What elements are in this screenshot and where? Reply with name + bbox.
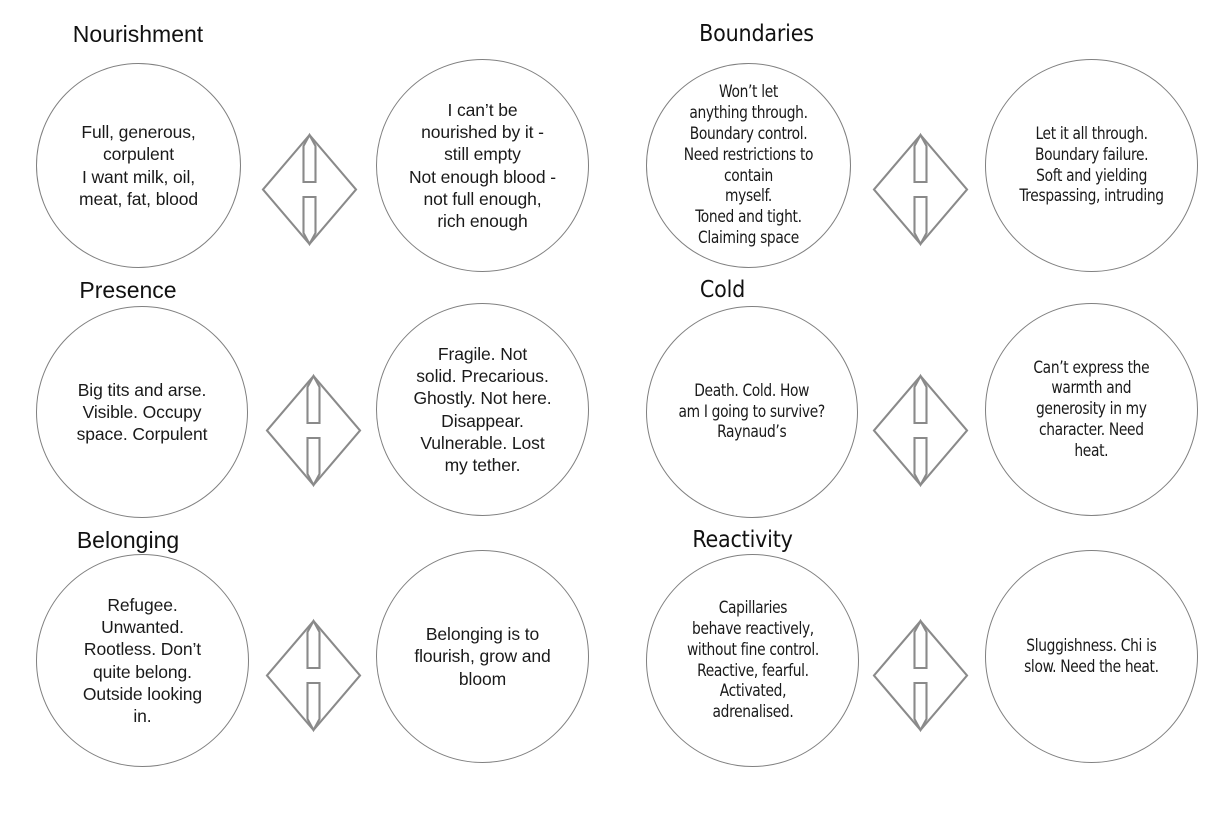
circle-text: Fragile. Not solid. Precarious. Ghostly.… bbox=[413, 344, 552, 475]
circle-text: Won’t let anything through. Boundary con… bbox=[683, 82, 814, 247]
pair-reactivity: Reactivity Capillaries behave reactively… bbox=[625, 527, 1220, 793]
circle-boundaries-right[interactable]: Let it all through. Boundary failure. So… bbox=[985, 59, 1198, 272]
circle-text: I can’t be nourished by it - still empty… bbox=[408, 100, 557, 231]
circle-text: Can’t express the warmth and generosity … bbox=[1033, 357, 1150, 460]
pair-title-presence: Presence bbox=[79, 277, 177, 303]
pair-nourishment: Nourishment Full, generous, corpulent I … bbox=[18, 21, 610, 272]
pair-belonging: Belonging Refugee. Unwanted. Rootless. D… bbox=[18, 527, 610, 793]
circle-cold-right[interactable]: Can’t express the warmth and generosity … bbox=[985, 303, 1198, 516]
circle-nourishment-right[interactable]: I can’t be nourished by it - still empty… bbox=[376, 59, 589, 272]
pair-title-nourishment: Nourishment bbox=[72, 21, 204, 47]
circle-belonging-right[interactable]: Belonging is to flourish, grow and bloom bbox=[376, 550, 589, 763]
pair-presence: Presence Big tits and arse. Visible. Occ… bbox=[18, 277, 610, 528]
circle-reactivity-right[interactable]: Sluggishness. Chi is slow. Need the heat… bbox=[985, 550, 1198, 763]
circle-text: Let it all through. Boundary failure. So… bbox=[1019, 123, 1164, 206]
circle-text: Full, generous, corpulent I want milk, o… bbox=[78, 122, 199, 209]
circle-text: Refugee. Unwanted. Rootless. Don’t quite… bbox=[82, 595, 203, 726]
up-down-double-arrow-icon bbox=[260, 132, 359, 247]
circle-boundaries-left[interactable]: Won’t let anything through. Boundary con… bbox=[646, 63, 851, 268]
circle-cold-left[interactable]: Death. Cold. How am I going to survive? … bbox=[646, 306, 858, 518]
up-down-double-arrow-icon bbox=[871, 618, 970, 733]
up-down-double-arrow-icon bbox=[871, 132, 970, 247]
circle-text: Death. Cold. How am I going to survive? … bbox=[678, 380, 826, 442]
pair-boundaries: Boundaries Won’t let anything through. B… bbox=[625, 21, 1220, 272]
pair-title-belonging: Belonging bbox=[76, 527, 180, 553]
circle-text: Sluggishness. Chi is slow. Need the heat… bbox=[1024, 635, 1159, 676]
circle-belonging-left[interactable]: Refugee. Unwanted. Rootless. Don’t quite… bbox=[36, 554, 249, 767]
circle-text: Big tits and arse. Visible. Occupy space… bbox=[76, 379, 208, 445]
circle-text: Capillaries behave reactively, without f… bbox=[686, 598, 819, 722]
circle-presence-right[interactable]: Fragile. Not solid. Precarious. Ghostly.… bbox=[376, 303, 589, 516]
circle-presence-left[interactable]: Big tits and arse. Visible. Occupy space… bbox=[36, 306, 248, 518]
pair-title-reactivity: Reactivity bbox=[692, 527, 793, 553]
circle-text: Belonging is to flourish, grow and bloom bbox=[414, 624, 551, 689]
pair-title-cold: Cold bbox=[699, 277, 746, 303]
circle-reactivity-left[interactable]: Capillaries behave reactively, without f… bbox=[646, 554, 859, 767]
up-down-double-arrow-icon bbox=[264, 618, 363, 733]
up-down-double-arrow-icon bbox=[264, 373, 363, 488]
up-down-double-arrow-icon bbox=[871, 373, 970, 488]
circle-nourishment-left[interactable]: Full, generous, corpulent I want milk, o… bbox=[36, 63, 241, 268]
pair-title-boundaries: Boundaries bbox=[699, 21, 814, 47]
pair-cold: Cold Death. Cold. How am I going to surv… bbox=[625, 277, 1220, 528]
